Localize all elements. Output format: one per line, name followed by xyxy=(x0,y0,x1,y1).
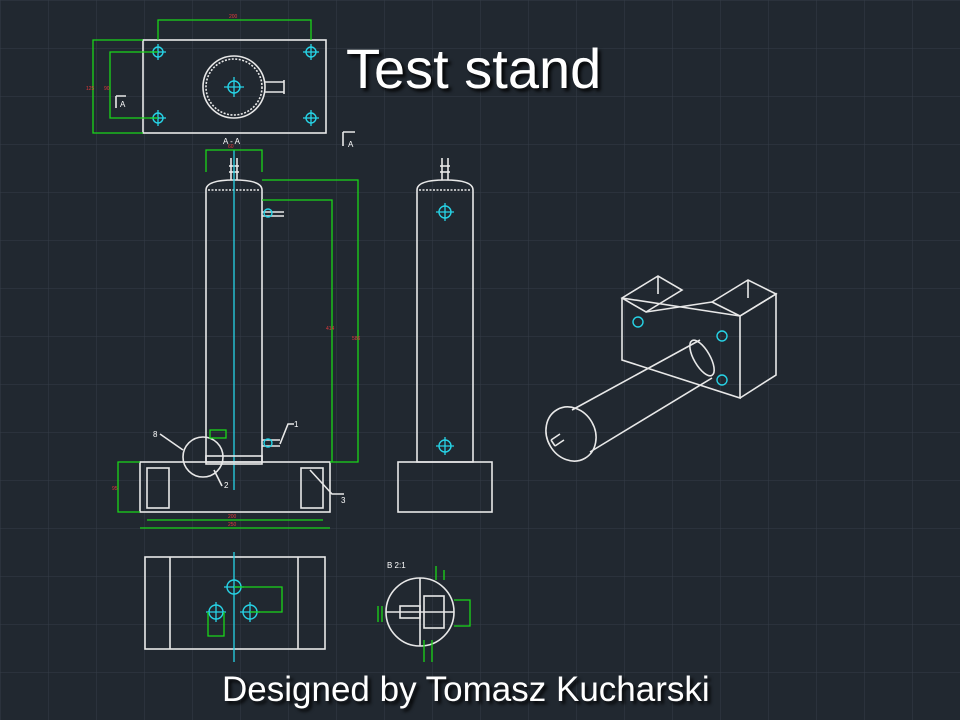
svg-text:125: 125 xyxy=(86,86,95,92)
svg-text:60: 60 xyxy=(228,144,234,150)
balloon-3: 3 xyxy=(341,496,346,505)
balloon-8: 8 xyxy=(153,430,158,439)
svg-text:200: 200 xyxy=(228,514,237,520)
detail-view: B 2:1 xyxy=(377,561,471,662)
svg-text:90: 90 xyxy=(104,86,110,92)
detail-label: B 2:1 xyxy=(387,561,406,570)
designer-credit: Designed by Tomasz Kucharski xyxy=(222,670,710,709)
svg-text:250: 250 xyxy=(228,522,237,528)
section-marker-a: A xyxy=(120,100,126,109)
balloon-2: 2 xyxy=(224,481,229,490)
section-view: 1 3 8 2 60 586 414 95 200 250 xyxy=(112,144,361,529)
svg-text:200: 200 xyxy=(229,14,238,20)
svg-text:95: 95 xyxy=(112,486,118,492)
section-label: A - A xyxy=(223,137,241,146)
isometric-view xyxy=(545,275,778,462)
side-view xyxy=(397,158,493,513)
bottom-view xyxy=(144,552,326,662)
top-view: 200 125 90 A - A A A xyxy=(86,14,355,149)
svg-text:414: 414 xyxy=(326,326,335,332)
balloon-1: 1 xyxy=(294,420,299,429)
section-marker-a: A xyxy=(348,140,354,149)
svg-text:586: 586 xyxy=(352,336,361,342)
page-title: Test stand xyxy=(346,37,602,100)
